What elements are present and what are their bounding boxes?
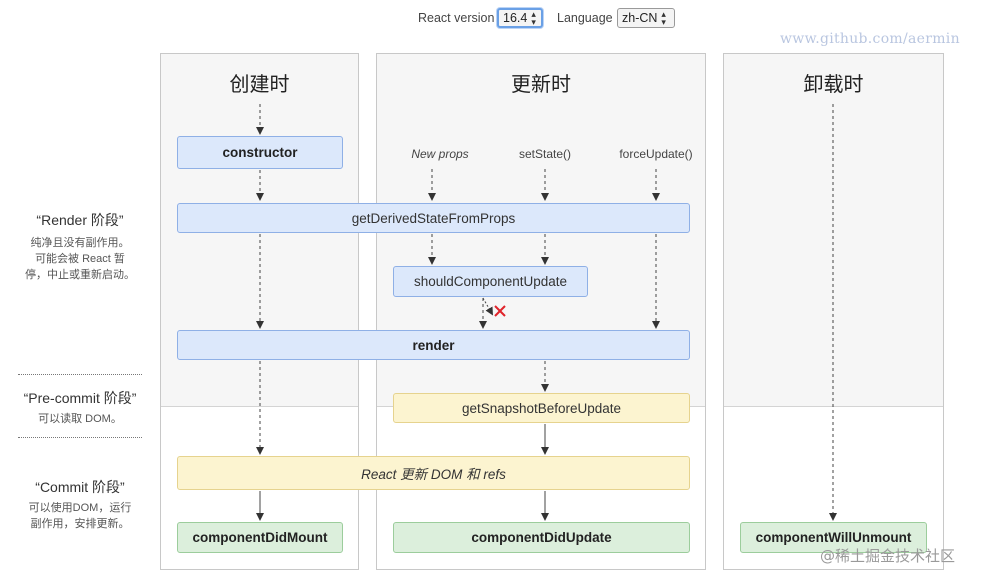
react-version-label: React version: [418, 11, 495, 25]
commit-phase-desc-line: 可以使用DOM，运行: [28, 502, 132, 514]
select-arrows-icon: ▴▾: [531, 9, 536, 27]
get-derived-state-box: getDerivedStateFromProps: [177, 203, 690, 233]
trigger-force-update: forceUpdate(): [619, 147, 693, 161]
get-snapshot-box: getSnapshotBeforeUpdate: [393, 393, 690, 423]
precommit-phase-desc: 可以读取 DOM。: [38, 413, 122, 425]
language-value: zh-CN: [622, 11, 658, 25]
react-update-dom-box: React 更新 DOM 和 refs: [177, 456, 690, 490]
component-will-unmount-box: componentWillUnmount: [740, 522, 927, 553]
component-did-mount-box: componentDidMount: [177, 522, 343, 553]
select-arrows-icon: ▴▾: [661, 9, 666, 27]
juejin-watermark: @稀土掘金技术社区: [820, 547, 956, 565]
commit-phase-title: “Commit 阶段”: [35, 479, 125, 495]
trigger-new-props: New props: [411, 147, 469, 161]
trigger-set-state: setState(): [518, 147, 572, 161]
update-column-title: 更新时: [511, 72, 571, 96]
precommit-phase-title: “Pre-commit 阶段”: [23, 390, 137, 406]
render-phase-title: “Render 阶段”: [36, 212, 124, 228]
render-phase-desc-line: 停，中止或重新启动。: [25, 269, 135, 281]
render-phase-desc-line: 可能会被 React 暂: [35, 253, 125, 265]
commit-phase-desc: 可以使用DOM，运行 副作用，安排更新。: [10, 500, 150, 532]
constructor-box: constructor: [177, 136, 343, 169]
mount-column-title: 创建时: [229, 72, 290, 96]
react-version-value: 16.4: [503, 11, 528, 25]
render-phase-desc-line: 纯净且没有副作用。: [30, 237, 130, 249]
phase-separator: [18, 437, 142, 438]
language-select[interactable]: zh-CN ▴▾: [617, 8, 675, 28]
unmount-column-title: 卸载时: [803, 72, 864, 96]
should-component-update-box: shouldComponentUpdate: [393, 266, 588, 297]
commit-phase-desc-line: 副作用，安排更新。: [30, 518, 130, 530]
phase-separator: [18, 374, 142, 375]
github-watermark: www.github.com/aermin: [780, 31, 960, 47]
language-label: Language: [557, 11, 613, 25]
render-phase-desc: 纯净且没有副作用。 可能会被 React 暂 停，中止或重新启动。: [10, 235, 150, 283]
render-box: render: [177, 330, 690, 360]
react-version-select[interactable]: 16.4 ▴▾: [497, 8, 543, 28]
arrow-scu-cancel: [482, 297, 493, 316]
component-did-update-box: componentDidUpdate: [393, 522, 690, 553]
cancel-x-icon: [494, 305, 506, 317]
